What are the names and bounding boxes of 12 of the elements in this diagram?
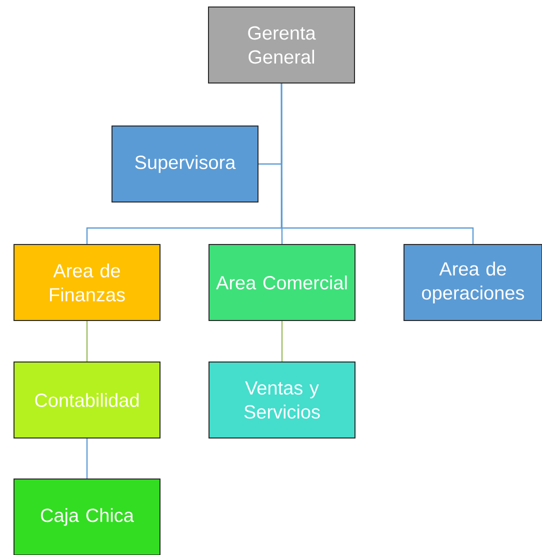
connector-line — [280, 84, 474, 244]
org-box: Area de Finanzas — [14, 244, 160, 321]
connector-line — [86, 321, 88, 362]
org-box: Supervisora — [112, 126, 258, 202]
org-box: Area Comercial — [208, 244, 356, 321]
org-box: Area de operaciones — [404, 244, 542, 321]
connector-line — [281, 321, 283, 362]
connector-line — [86, 438, 88, 478]
org-box: Contabilidad — [14, 362, 160, 438]
org-box: Caja Chica — [14, 478, 160, 555]
org-box: Gerenta General — [208, 6, 355, 84]
org-box: Ventas y Servicios — [208, 362, 356, 438]
